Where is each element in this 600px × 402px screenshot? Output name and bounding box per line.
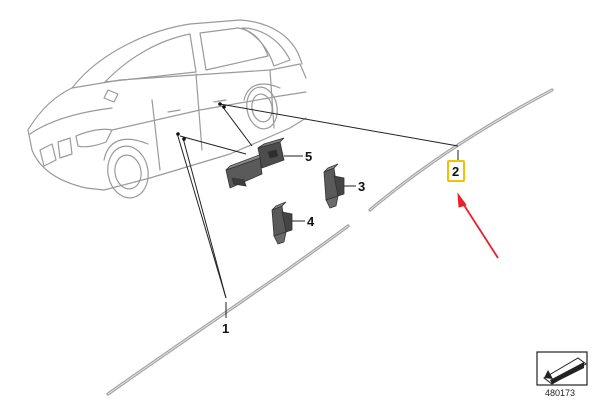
leader-line-5a xyxy=(179,135,247,155)
module-part-5 xyxy=(225,137,285,189)
sensor-part-4 xyxy=(271,201,293,245)
red-arrow-icon xyxy=(457,192,499,259)
callout-3: 3 xyxy=(358,179,366,194)
leader-line-1a xyxy=(176,132,227,299)
mounting-points xyxy=(176,102,226,141)
trim-strip-part-2 xyxy=(368,88,554,212)
highlight-box xyxy=(447,160,465,182)
leader-line-1b xyxy=(182,137,227,299)
leader-lines xyxy=(176,103,459,318)
mount-dot-b xyxy=(182,137,186,141)
mount-dot-a xyxy=(176,132,180,136)
orientation-arrow-icon xyxy=(536,351,588,386)
diagram-reference-number: 480173 xyxy=(545,388,576,398)
callout-5: 5 xyxy=(305,149,313,164)
sensor-part-3 xyxy=(323,163,345,209)
callout-4: 4 xyxy=(307,214,315,229)
leader-line-5b xyxy=(221,105,253,147)
callout-1: 1 xyxy=(222,321,230,336)
callout-2: 2 xyxy=(452,164,460,179)
mount-dot-d xyxy=(222,105,226,109)
trim-strip-part-1 xyxy=(106,224,350,396)
car-outline-icon xyxy=(27,19,307,199)
leader-line-2 xyxy=(219,103,459,147)
mount-dot-c xyxy=(218,102,222,106)
